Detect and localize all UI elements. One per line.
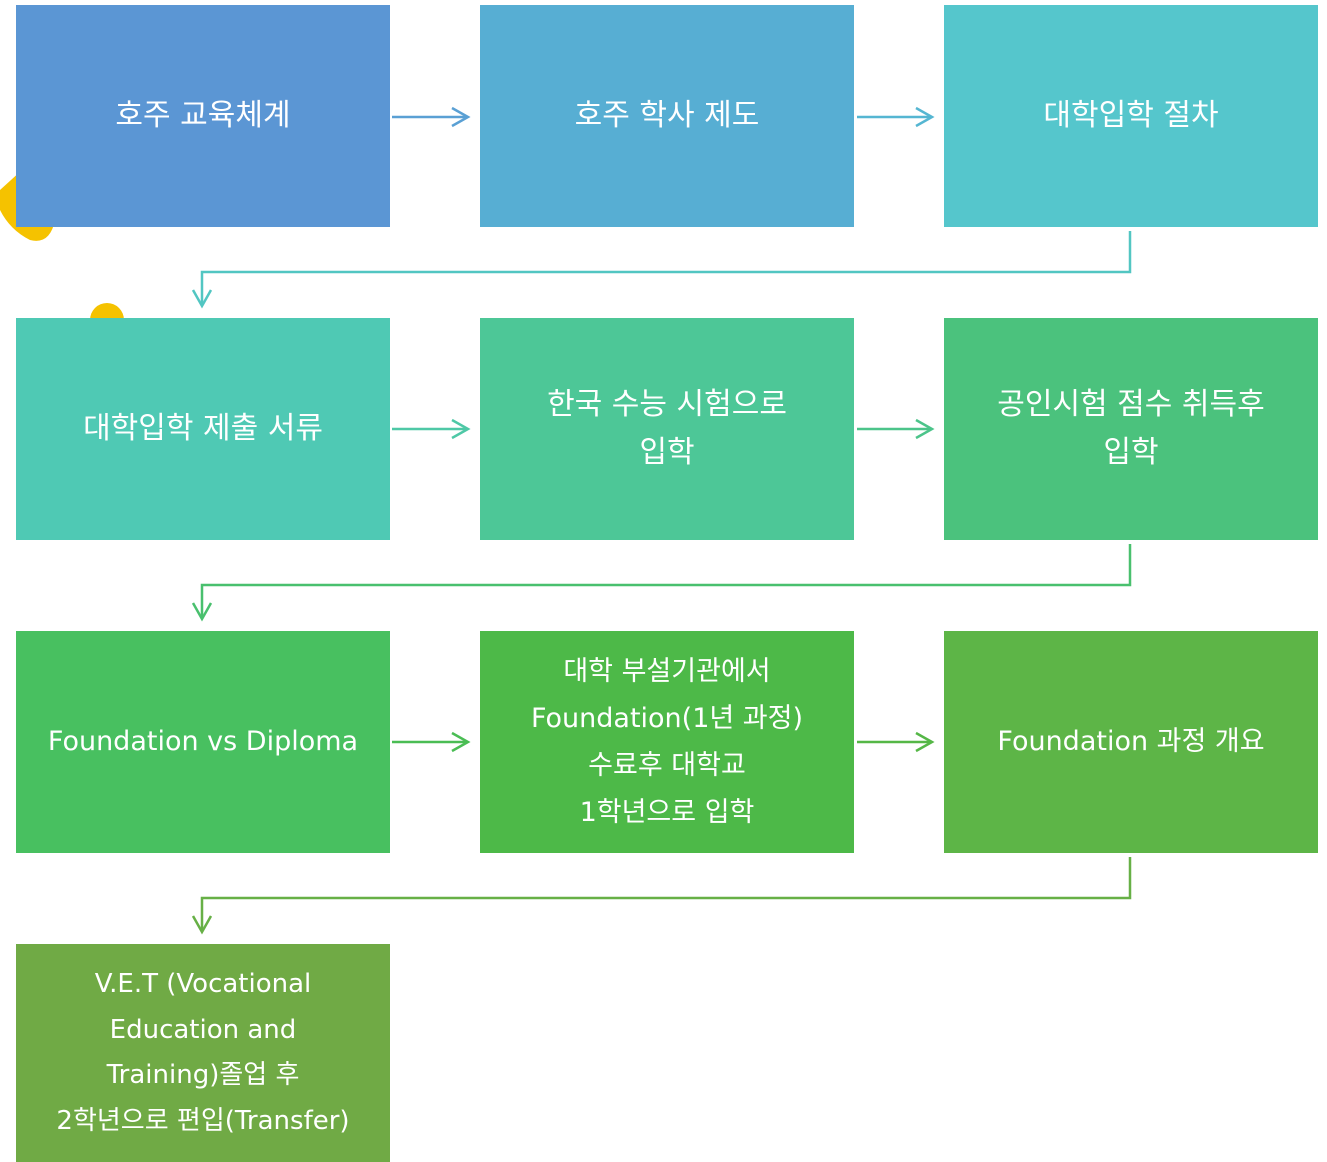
step-box-australian-degree-system[interactable]: 호주 학사 제도 [480, 5, 854, 227]
step-box-admission-procedure[interactable]: 대학입학 절차 [944, 5, 1318, 227]
arrow-8-9 [857, 731, 935, 753]
step-box-foundation-overview[interactable]: Foundation 과정 개요 [944, 631, 1318, 853]
step-label: 공인시험 점수 취득후 입학 [997, 387, 1265, 470]
arrow-3-4 [191, 231, 1132, 309]
step-label: 대학입학 절차 [1043, 98, 1219, 133]
step-box-foundation-vs-diploma[interactable]: Foundation vs Diploma [16, 631, 390, 853]
step-box-foundation-pathway[interactable]: 대학 부설기관에서 Foundation(1년 과정) 수료후 대학교 1학년으… [480, 631, 854, 853]
step-box-vet-transfer[interactable]: V.E.T (Vocational Education and Training… [16, 944, 390, 1162]
step-label: Foundation vs Diploma [47, 726, 359, 758]
step-box-admission-documents[interactable]: 대학입학 제출 서류 [16, 318, 390, 540]
step-label: V.E.T (Vocational Education and Training… [56, 969, 350, 1136]
step-label: 대학입학 제출 서류 [83, 411, 323, 446]
step-label: 한국 수능 시험으로 입학 [547, 387, 787, 470]
arrow-2-3 [857, 106, 935, 128]
arrow-7-8 [392, 731, 471, 753]
arrow-4-5 [392, 418, 471, 440]
step-label: 호주 교육체계 [115, 98, 291, 133]
arrow-5-6 [857, 418, 935, 440]
step-box-csat-admission[interactable]: 한국 수능 시험으로 입학 [480, 318, 854, 540]
arrow-6-7 [191, 544, 1132, 622]
step-box-australian-education-system[interactable]: 호주 교육체계 [16, 5, 390, 227]
arrow-9-10 [191, 857, 1132, 935]
step-box-certified-test-admission[interactable]: 공인시험 점수 취득후 입학 [944, 318, 1318, 540]
step-label: 호주 학사 제도 [574, 98, 760, 133]
step-label: 대학 부설기관에서 Foundation(1년 과정) 수료후 대학교 1학년으… [530, 655, 804, 829]
step-label: Foundation 과정 개요 [997, 726, 1265, 758]
arrow-1-2 [392, 106, 471, 128]
